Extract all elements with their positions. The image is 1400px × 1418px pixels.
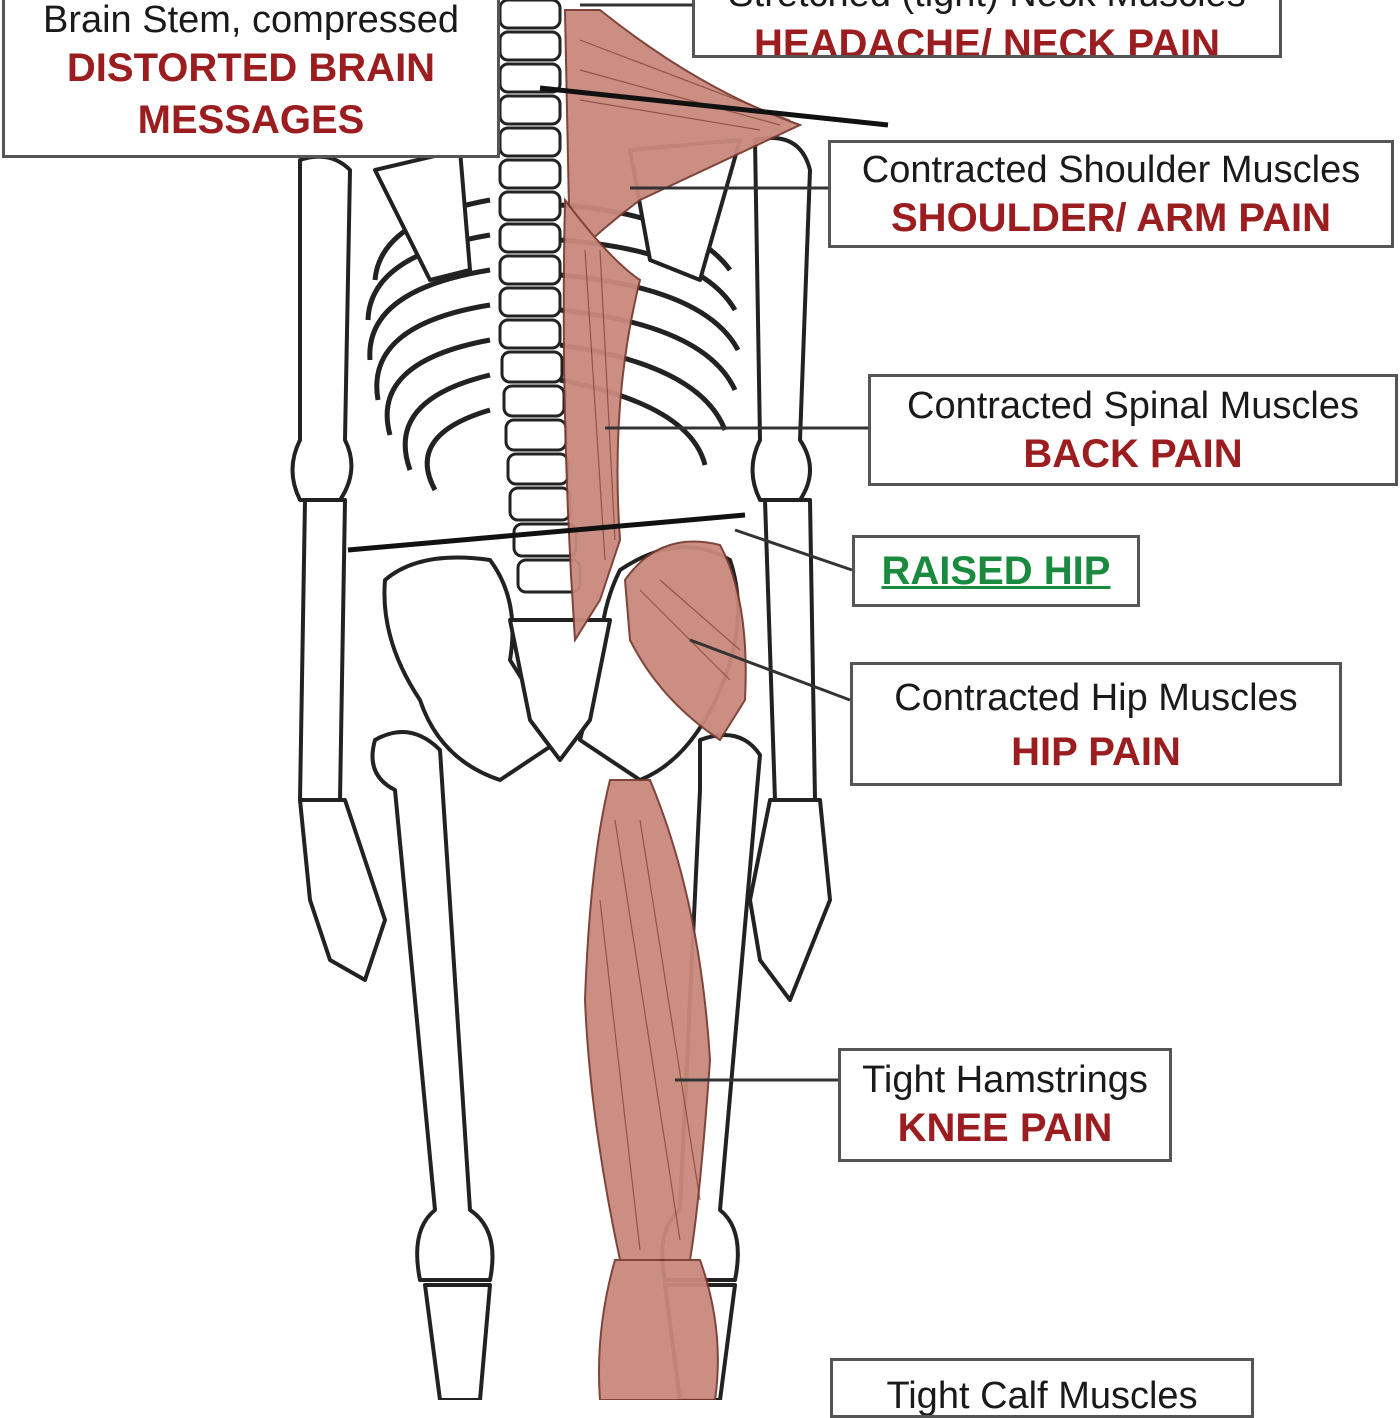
- shoulder-pain: SHOULDER/ ARM PAIN: [891, 195, 1331, 240]
- neck-pain: HEADACHE/ NECK PAIN: [754, 21, 1220, 58]
- left-tibia: [423, 1283, 492, 1400]
- leader-line-raised-hip: [734, 528, 853, 572]
- leader-line-hip: [689, 638, 851, 702]
- neck-label: Stretched (tight) Neck Muscles: [695, 0, 1279, 15]
- brain-stem-pain-line2: MESSAGES: [137, 97, 365, 142]
- spine: [498, 0, 582, 594]
- calf-muscle: [598, 1259, 719, 1400]
- left-scapula: [373, 148, 472, 282]
- gluteal-muscle: [623, 540, 747, 742]
- raised-hip-label: RAISED HIP: [881, 549, 1111, 593]
- brain-stem-label: Brain Stem, compressed: [42, 0, 460, 41]
- callout-shoulder: Contracted Shoulder Muscles SHOULDER/ AR…: [828, 140, 1394, 248]
- hamstrings-label: Tight Hamstrings: [862, 1059, 1148, 1101]
- calf-label: Tight Calf Muscles: [886, 1375, 1198, 1417]
- hip-level-line: [347, 512, 746, 553]
- hip-label: Contracted Hip Muscles: [894, 677, 1298, 719]
- hamstring-muscle: [583, 779, 712, 1261]
- hamstrings-pain: KNEE PAIN: [897, 1105, 1113, 1150]
- pelvis-left: [382, 555, 562, 782]
- left-femur: [370, 730, 495, 1282]
- callout-spinal: Contracted Spinal Muscles BACK PAIN: [868, 374, 1398, 486]
- brain-stem-pain-line1: DISTORTED BRAIN: [66, 45, 436, 90]
- callout-brain-stem: Brain Stem, compressed DISTORTED BRAIN M…: [2, 0, 500, 158]
- right-humerus: [750, 136, 812, 502]
- shoulder-label: Contracted Shoulder Muscles: [861, 149, 1361, 191]
- right-hand: [748, 798, 832, 1002]
- callout-neck: Stretched (tight) Neck Muscles HEADACHE/…: [692, 0, 1282, 58]
- callout-calf: Tight Calf Muscles: [830, 1358, 1254, 1418]
- hip-pain: HIP PAIN: [1011, 729, 1181, 774]
- callout-hip: Contracted Hip Muscles HIP PAIN: [850, 662, 1342, 786]
- callout-hamstrings: Tight Hamstrings KNEE PAIN: [838, 1048, 1172, 1162]
- callout-raised-hip: RAISED HIP: [852, 535, 1140, 607]
- shoulder-level-line: [539, 85, 889, 128]
- spinal-label: Contracted Spinal Muscles: [907, 385, 1359, 427]
- left-humerus: [290, 154, 354, 502]
- spinal-pain: BACK PAIN: [1023, 431, 1243, 476]
- right-forearm: [763, 498, 817, 802]
- sacrum: [508, 618, 612, 762]
- left-hand: [298, 798, 387, 982]
- left-forearm: [298, 498, 347, 802]
